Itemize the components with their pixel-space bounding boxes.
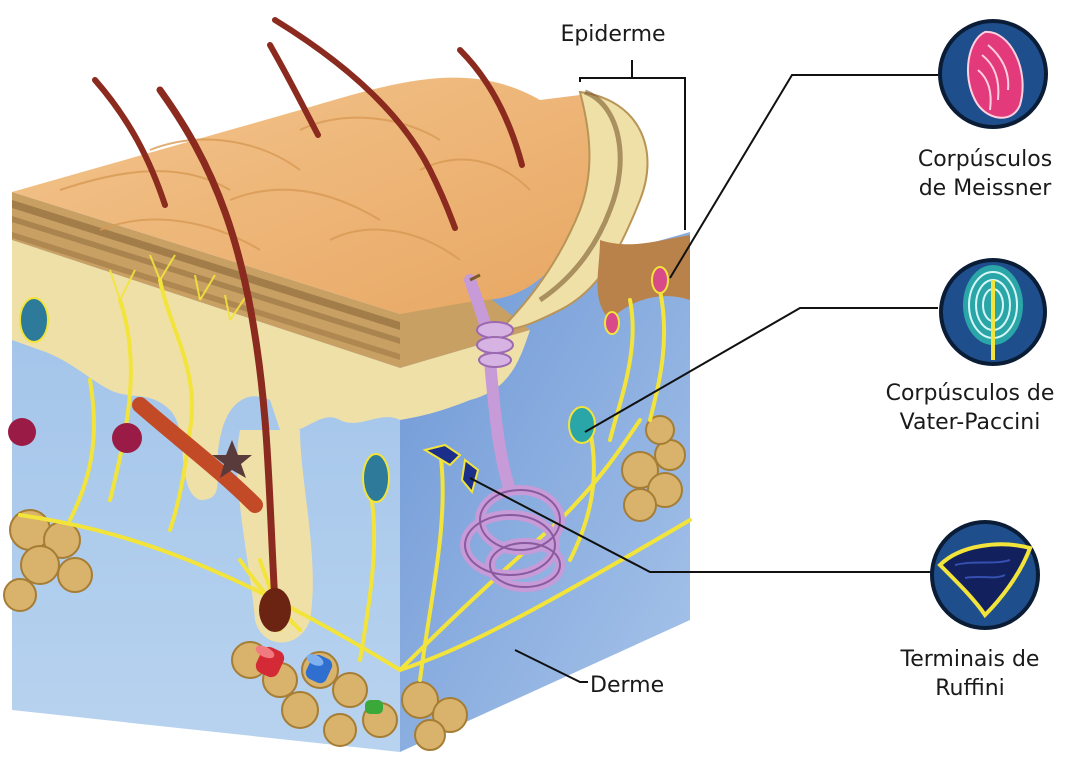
meissner-callout-icon <box>940 21 1046 127</box>
ruffini-callout-icon <box>932 522 1038 628</box>
label-meissner: Corpúsculos de Meissner <box>900 145 1070 203</box>
hair-bulb <box>259 588 291 632</box>
meissner-right-1 <box>652 267 668 293</box>
label-epiderme: Epiderme <box>548 20 678 49</box>
label-ruffini: Terminais de Ruffini <box>880 645 1060 703</box>
label-paccini: Corpúsculos de Vater-Paccini <box>870 379 1070 437</box>
meissner-leader <box>670 75 938 278</box>
meissner-left-1 <box>8 418 36 446</box>
meissner-left-2 <box>112 423 142 453</box>
label-derme: Derme <box>590 671 690 700</box>
paccini-left <box>20 298 48 342</box>
meissner-right-2 <box>605 312 619 334</box>
paccini-callout-icon <box>941 260 1045 364</box>
paccini-right <box>569 407 595 443</box>
paccini-front <box>363 454 389 502</box>
